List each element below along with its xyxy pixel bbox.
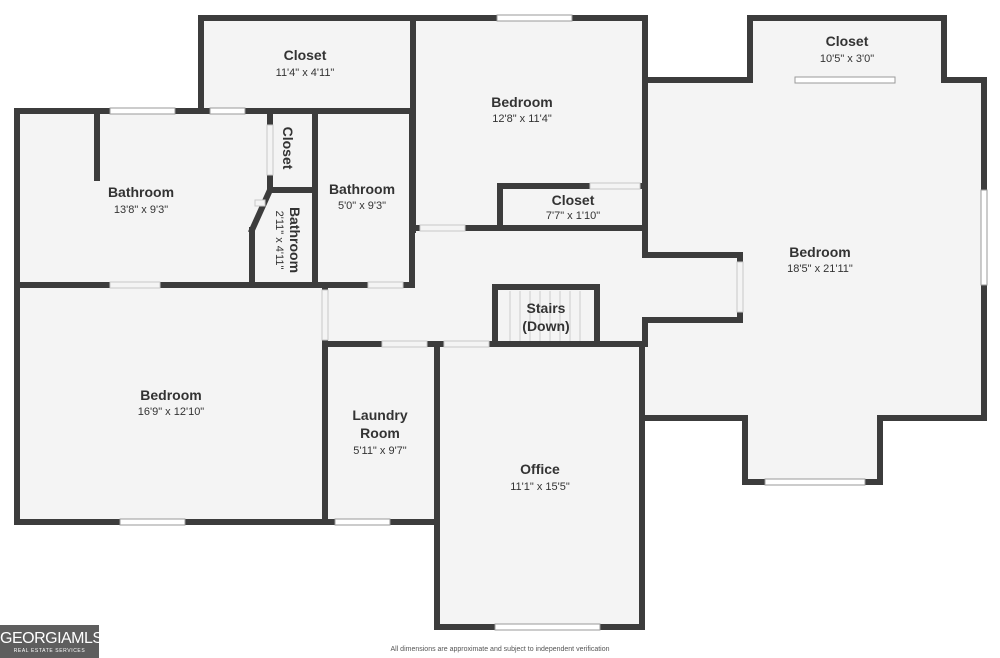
bathroom-small-name: Bathroom xyxy=(287,207,303,273)
door-openings xyxy=(109,124,744,348)
closet-top-left-dims: 11'4" x 4'11" xyxy=(276,67,335,79)
bathroom-mid-dims: 5'0" x 9'3" xyxy=(338,200,386,212)
closet-hall-dims: 7'7" x 1'10" xyxy=(546,210,600,222)
bathroom-left-name: Bathroom xyxy=(108,184,174,200)
windows xyxy=(109,14,988,631)
office-dims: 11'1" x 15'5" xyxy=(510,481,570,493)
georgia-mls-logo: GEORGIAMLS REAL ESTATE SERVICES xyxy=(0,625,103,658)
office-name: Office xyxy=(520,461,560,477)
bedroom-left-name: Bedroom xyxy=(140,387,201,403)
laundry-name: Laundry xyxy=(352,407,407,423)
bedroom-top-dims: 12'8" x 11'4" xyxy=(492,113,552,125)
bedroom-top-name: Bedroom xyxy=(491,94,552,110)
logo-sub-text: REAL ESTATE SERVICES xyxy=(13,648,86,654)
bathroom-mid-name: Bathroom xyxy=(329,181,395,197)
stairs-name: Stairs xyxy=(527,300,566,316)
closet-hall-name: Closet xyxy=(552,192,595,208)
closet-small-name: Closet xyxy=(280,127,296,170)
closet-top-left-name: Closet xyxy=(284,47,327,63)
closet-top-right-name: Closet xyxy=(826,33,869,49)
bedroom-left-dims: 16'9" x 12'10" xyxy=(138,406,205,418)
laundry-dims: 5'11" x 9'7" xyxy=(353,445,406,457)
closet-top-right-dims: 10'5" x 3'0" xyxy=(820,53,874,65)
stairs-direction: (Down) xyxy=(522,318,569,334)
bathroom-left-dims: 13'8" x 9'3" xyxy=(114,204,168,216)
room-labels: Closet 11'4" x 4'11" Bedroom 12'8" x 11'… xyxy=(108,33,874,493)
bathroom-small-dims: 2'11" x 4'11" xyxy=(273,211,285,270)
logo-main-text: GEORGIAMLS xyxy=(0,630,103,647)
disclaimer-text: All dimensions are approximate and subje… xyxy=(390,646,610,653)
bedroom-right-name: Bedroom xyxy=(789,244,850,260)
bedroom-right-dims: 18'5" x 21'11" xyxy=(787,263,853,275)
stair-treads xyxy=(509,291,581,341)
laundry-name-2: Room xyxy=(360,425,400,441)
